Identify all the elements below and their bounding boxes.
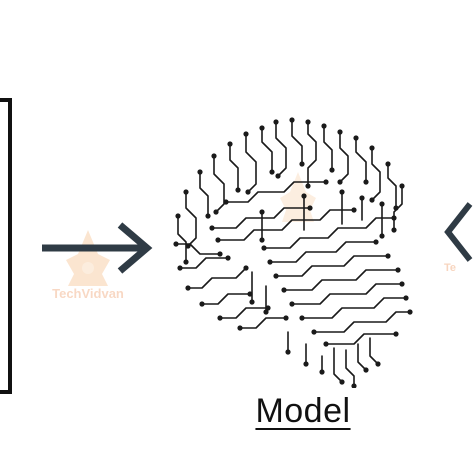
watermark-text: TechVidvan [52, 286, 124, 301]
right-arrow-icon [42, 222, 153, 274]
input-box [0, 98, 12, 394]
chevron-left-icon [444, 202, 473, 262]
watermark-right-text: Te [444, 262, 457, 274]
watermark-center-icon [280, 172, 316, 222]
model-label: Model [255, 392, 351, 430]
watermark-logo-icon [66, 230, 110, 286]
watermark-logo: TechVidvan [36, 224, 140, 308]
brain-circuit-icon [173, 117, 413, 388]
